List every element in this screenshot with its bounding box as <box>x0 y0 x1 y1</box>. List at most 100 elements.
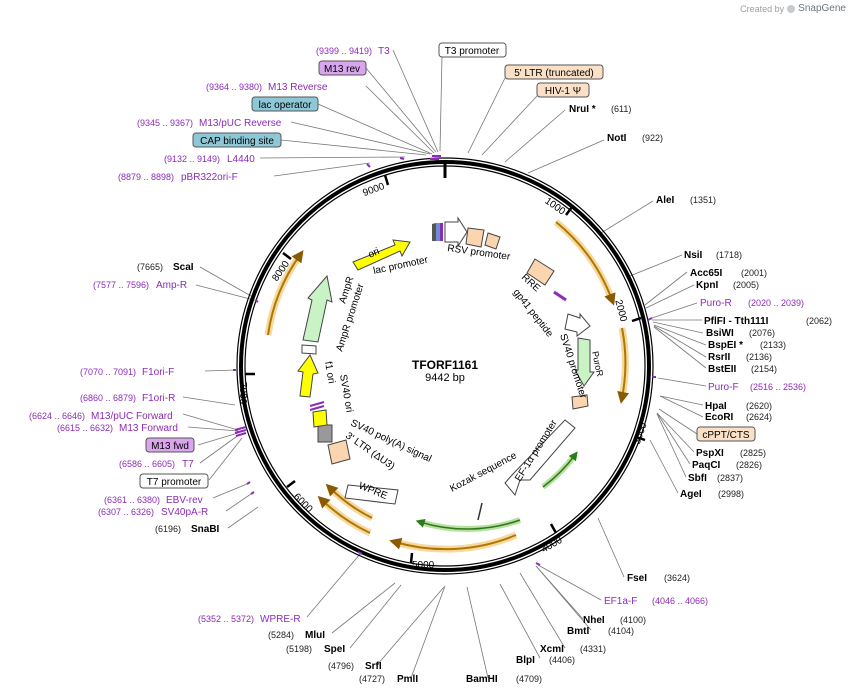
primer-puro-r: Puro-R <box>700 298 732 309</box>
primer-wpre-r-range: (5352 .. 5372) <box>198 614 254 624</box>
orf-arcs <box>264 219 630 553</box>
tick-9000: 9000 <box>361 181 386 199</box>
site-acc65i-pos: (2001) <box>741 268 767 278</box>
site-sbfi: SbfI <box>688 473 707 484</box>
site-alei: AleI <box>656 195 675 206</box>
site-scai-pos: (7665) <box>137 262 163 272</box>
backbone-outer <box>236 157 654 575</box>
primer-marks <box>233 155 656 566</box>
box-t3-promoter: T3 promoter <box>445 46 500 57</box>
site-paqci-pos: (2826) <box>736 460 762 470</box>
restriction-sites-right: NruI * (611) NotI (922) AleI (1351) NsiI… <box>466 104 832 685</box>
box-cap-binding-site: CAP binding site <box>200 136 274 147</box>
tick-3000: 3000 <box>632 421 650 446</box>
site-pflfi-tth111i: PflFI - Tth111I <box>704 316 769 327</box>
primer-sv40pa-r: SV40pA-R <box>161 507 208 518</box>
site-nsii: NsiI <box>684 250 703 261</box>
primer-f1ori-r: F1ori-R <box>142 393 175 404</box>
site-rsrii-pos: (2136) <box>746 352 772 362</box>
primer-pbr322ori: pBR322ori-F <box>181 172 238 183</box>
credit-text: Created by <box>740 3 785 14</box>
site-agei: AgeI <box>680 489 702 500</box>
site-nsii-pos: (1718) <box>716 250 742 260</box>
primer-amp-r: Amp-R <box>156 280 187 291</box>
primer-ebv-rev-range: (6361 .. 6380) <box>104 495 160 505</box>
site-fsei-pos: (3624) <box>664 573 690 583</box>
site-pflfi-pos: (2062) <box>806 316 832 326</box>
site-bsiwi: BsiWI <box>706 328 734 339</box>
feature-sv40-ori: SV40 ori <box>337 374 354 414</box>
primer-m13-reverse-range: (9364 .. 9380) <box>206 82 262 92</box>
primer-labels: (9399 .. 9419) T3 (9364 .. 9380) M13 Rev… <box>29 46 806 625</box>
site-nrui-pos: (611) <box>611 104 631 114</box>
primer-amp-r-range: (7577 .. 7596) <box>93 280 149 290</box>
site-bmti: BmtI <box>567 626 589 637</box>
primer-pbr322ori-range: (8879 .. 8898) <box>118 172 174 182</box>
site-blpi-pos: (4406) <box>549 655 575 665</box>
site-nhei: NheI <box>583 615 605 626</box>
primer-l4440-range: (9132 .. 9149) <box>164 154 220 164</box>
restriction-sites-left: (4727) PmlI (4796) SrfI (5198) SpeI (528… <box>137 262 418 685</box>
primer-puro-r-range: (2020 .. 2039) <box>748 298 804 308</box>
primer-t3-range: (9399 .. 9419) <box>316 46 372 56</box>
site-scai: ScaI <box>173 262 194 273</box>
tick-2000: 2000 <box>612 299 628 324</box>
primer-puro-f-range: (2516 .. 2536) <box>750 382 806 392</box>
site-xcmi-pos: (4331) <box>580 644 606 654</box>
site-ecori-pos: (2624) <box>746 412 772 422</box>
site-pspxi-pos: (2825) <box>740 448 766 458</box>
site-bamhi: BamHI <box>466 674 498 685</box>
site-sbfi-pos: (2837) <box>717 473 743 483</box>
leader-lines <box>182 49 707 679</box>
site-mlui: MluI <box>305 630 325 641</box>
site-pspxi: PspXI <box>696 448 724 459</box>
site-spei: SpeI <box>324 644 345 655</box>
site-noti-pos: (922) <box>642 133 663 143</box>
site-kpni: KpnI <box>696 280 718 291</box>
site-bspei-pos: (2133) <box>760 340 786 350</box>
primer-m13-forward-range: (6615 .. 6632) <box>57 423 113 433</box>
site-nhei-pos: (4100) <box>620 615 646 625</box>
site-bmti-pos: (4104) <box>608 626 634 636</box>
primer-m13puc-reverse-range: (9345 .. 9367) <box>137 118 193 128</box>
site-xcmi: XcmI <box>540 644 564 655</box>
tick-5000: 5000 <box>412 560 435 571</box>
primer-m13puc-forward: M13/pUC Forward <box>91 411 173 422</box>
site-nrui: NruI * <box>569 104 596 115</box>
primer-l4440: L4440 <box>227 154 255 165</box>
site-srfi-pos: (4796) <box>328 661 354 671</box>
site-agei-pos: (2998) <box>718 489 744 499</box>
primer-f1ori-f-range: (7070 .. 7091) <box>80 367 136 377</box>
site-paqci: PaqCI <box>692 460 721 471</box>
box-cppt-cts: cPPT/CTS <box>702 430 750 441</box>
site-snabi-pos: (6196) <box>155 524 181 534</box>
site-fsei: FseI <box>627 573 647 584</box>
site-bspei: BspEI * <box>708 340 743 351</box>
feature-kozak: Kozak sequence <box>448 450 519 495</box>
primer-t7: T7 <box>182 459 194 470</box>
site-acc65i: Acc65I <box>690 268 722 279</box>
primer-m13-forward: M13 Forward <box>119 423 178 434</box>
box-labels: T3 promoter M13 rev lac operator CAP bin… <box>139 42 756 489</box>
primer-m13-reverse: M13 Reverse <box>268 82 328 93</box>
site-rsrii: RsrII <box>708 352 730 363</box>
snapgene-credit: Created by SnapGene <box>740 3 846 14</box>
site-bamhi-pos: (4709) <box>516 674 542 684</box>
tick-7000: 7000 <box>237 382 248 405</box>
site-bsteii-pos: (2154) <box>751 364 777 374</box>
feature-ori: ori <box>367 246 382 261</box>
feature-gp41-peptide: gp41 peptide <box>511 287 556 340</box>
site-ecori: EcoRI <box>705 412 734 423</box>
primer-m13puc-reverse: M13/pUC Reverse <box>199 118 282 129</box>
plasmid-size: 9442 bp <box>425 372 465 384</box>
primer-m13puc-forward-range: (6624 .. 6646) <box>29 411 85 421</box>
box-5-ltr: 5' LTR (truncated) <box>514 68 594 79</box>
primer-sv40pa-r-range: (6307 .. 6326) <box>98 507 154 517</box>
tick-4000: 4000 <box>540 535 565 556</box>
primer-ebv-rev: EBV-rev <box>166 495 203 506</box>
primer-ef1a-f-range: (4046 .. 4066) <box>652 596 708 606</box>
primer-t3: T3 <box>378 46 390 57</box>
box-m13-fwd: M13 fwd <box>151 441 189 452</box>
site-bsteii: BstEII <box>708 364 737 375</box>
